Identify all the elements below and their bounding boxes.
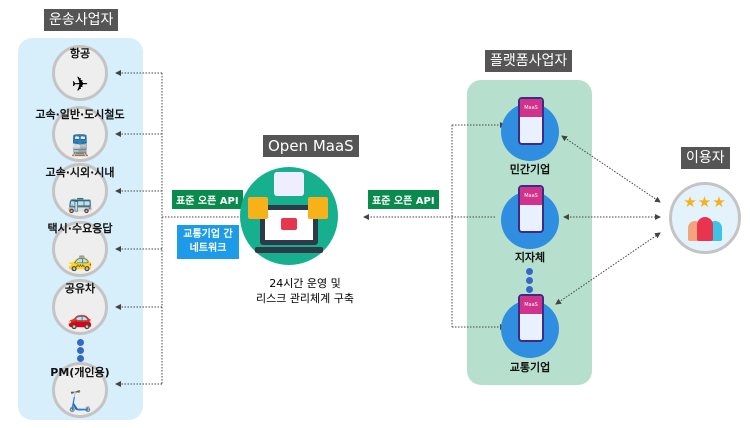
car-icon: 🚗 <box>52 279 108 335</box>
network-line-1: 교통기업 간 <box>183 229 233 240</box>
user-icon <box>248 197 268 219</box>
users-icon: ★★★ <box>669 182 741 254</box>
transport-label-taxi: 택시·수요응답 <box>47 222 113 235</box>
smartphone-icon: MaaS <box>501 294 559 358</box>
play-icon <box>281 218 297 230</box>
scooter-icon: 🛴 <box>52 362 108 418</box>
transport-label-bus: 고속·시외·시내 <box>45 166 115 179</box>
standard-open-api-right: 표준 오픈 API <box>368 190 439 209</box>
ellipsis-dot <box>77 355 84 362</box>
open-maas-platform-icon <box>240 167 338 265</box>
platform-operators-title: 플랫폼사업자 <box>485 50 573 72</box>
open-maas-title: Open MaaS <box>263 135 359 157</box>
ellipsis-dot <box>77 339 84 346</box>
transport-operators-title: 운송사업자 <box>44 9 119 31</box>
network-line-2: 네트워크 <box>189 243 227 254</box>
ellipsis-dot <box>526 286 533 293</box>
rating-stars-icon: ★★★ <box>683 193 727 211</box>
smartphone-icon: MaaS <box>501 97 559 161</box>
platform-label-private: 민간기업 <box>509 163 551 176</box>
transport-network-badge: 교통기업 간 네트워크 <box>177 225 239 259</box>
caption-line-1: 24시간 운영 및 <box>269 277 341 290</box>
standard-open-api-left: 표준 오픈 API <box>172 190 243 209</box>
ellipsis-dot <box>526 268 533 275</box>
smartphone-icon: MaaS <box>501 185 559 249</box>
platform-label-local-gov: 지자체 <box>514 251 546 264</box>
ellipsis-dot <box>526 277 533 284</box>
share-icon <box>274 172 304 196</box>
platform-label-transport-co: 교통기업 <box>509 361 551 374</box>
transport-label-pm: PM(개인용) <box>50 366 110 379</box>
person-icon <box>697 217 713 241</box>
taxi-icon: 🚕 <box>52 221 108 277</box>
maas-caption: 24시간 운영 및 리스크 관리체계 구축 <box>256 276 354 306</box>
bus-icon: 🚌 <box>52 163 108 219</box>
ellipsis-dot <box>77 347 84 354</box>
airplane-icon: ✈ <box>52 45 108 101</box>
users-title: 이용자 <box>681 147 730 169</box>
laptop-base <box>255 247 323 253</box>
transport-label-carshare: 공유차 <box>64 282 96 295</box>
user-icon <box>308 197 328 219</box>
transport-label-rail: 고속·일반·도시철도 <box>35 108 125 121</box>
caption-line-2: 리스크 관리체계 구축 <box>255 292 355 305</box>
transport-label-air: 항공 <box>69 47 91 60</box>
train-icon: 🚆 <box>52 106 108 162</box>
